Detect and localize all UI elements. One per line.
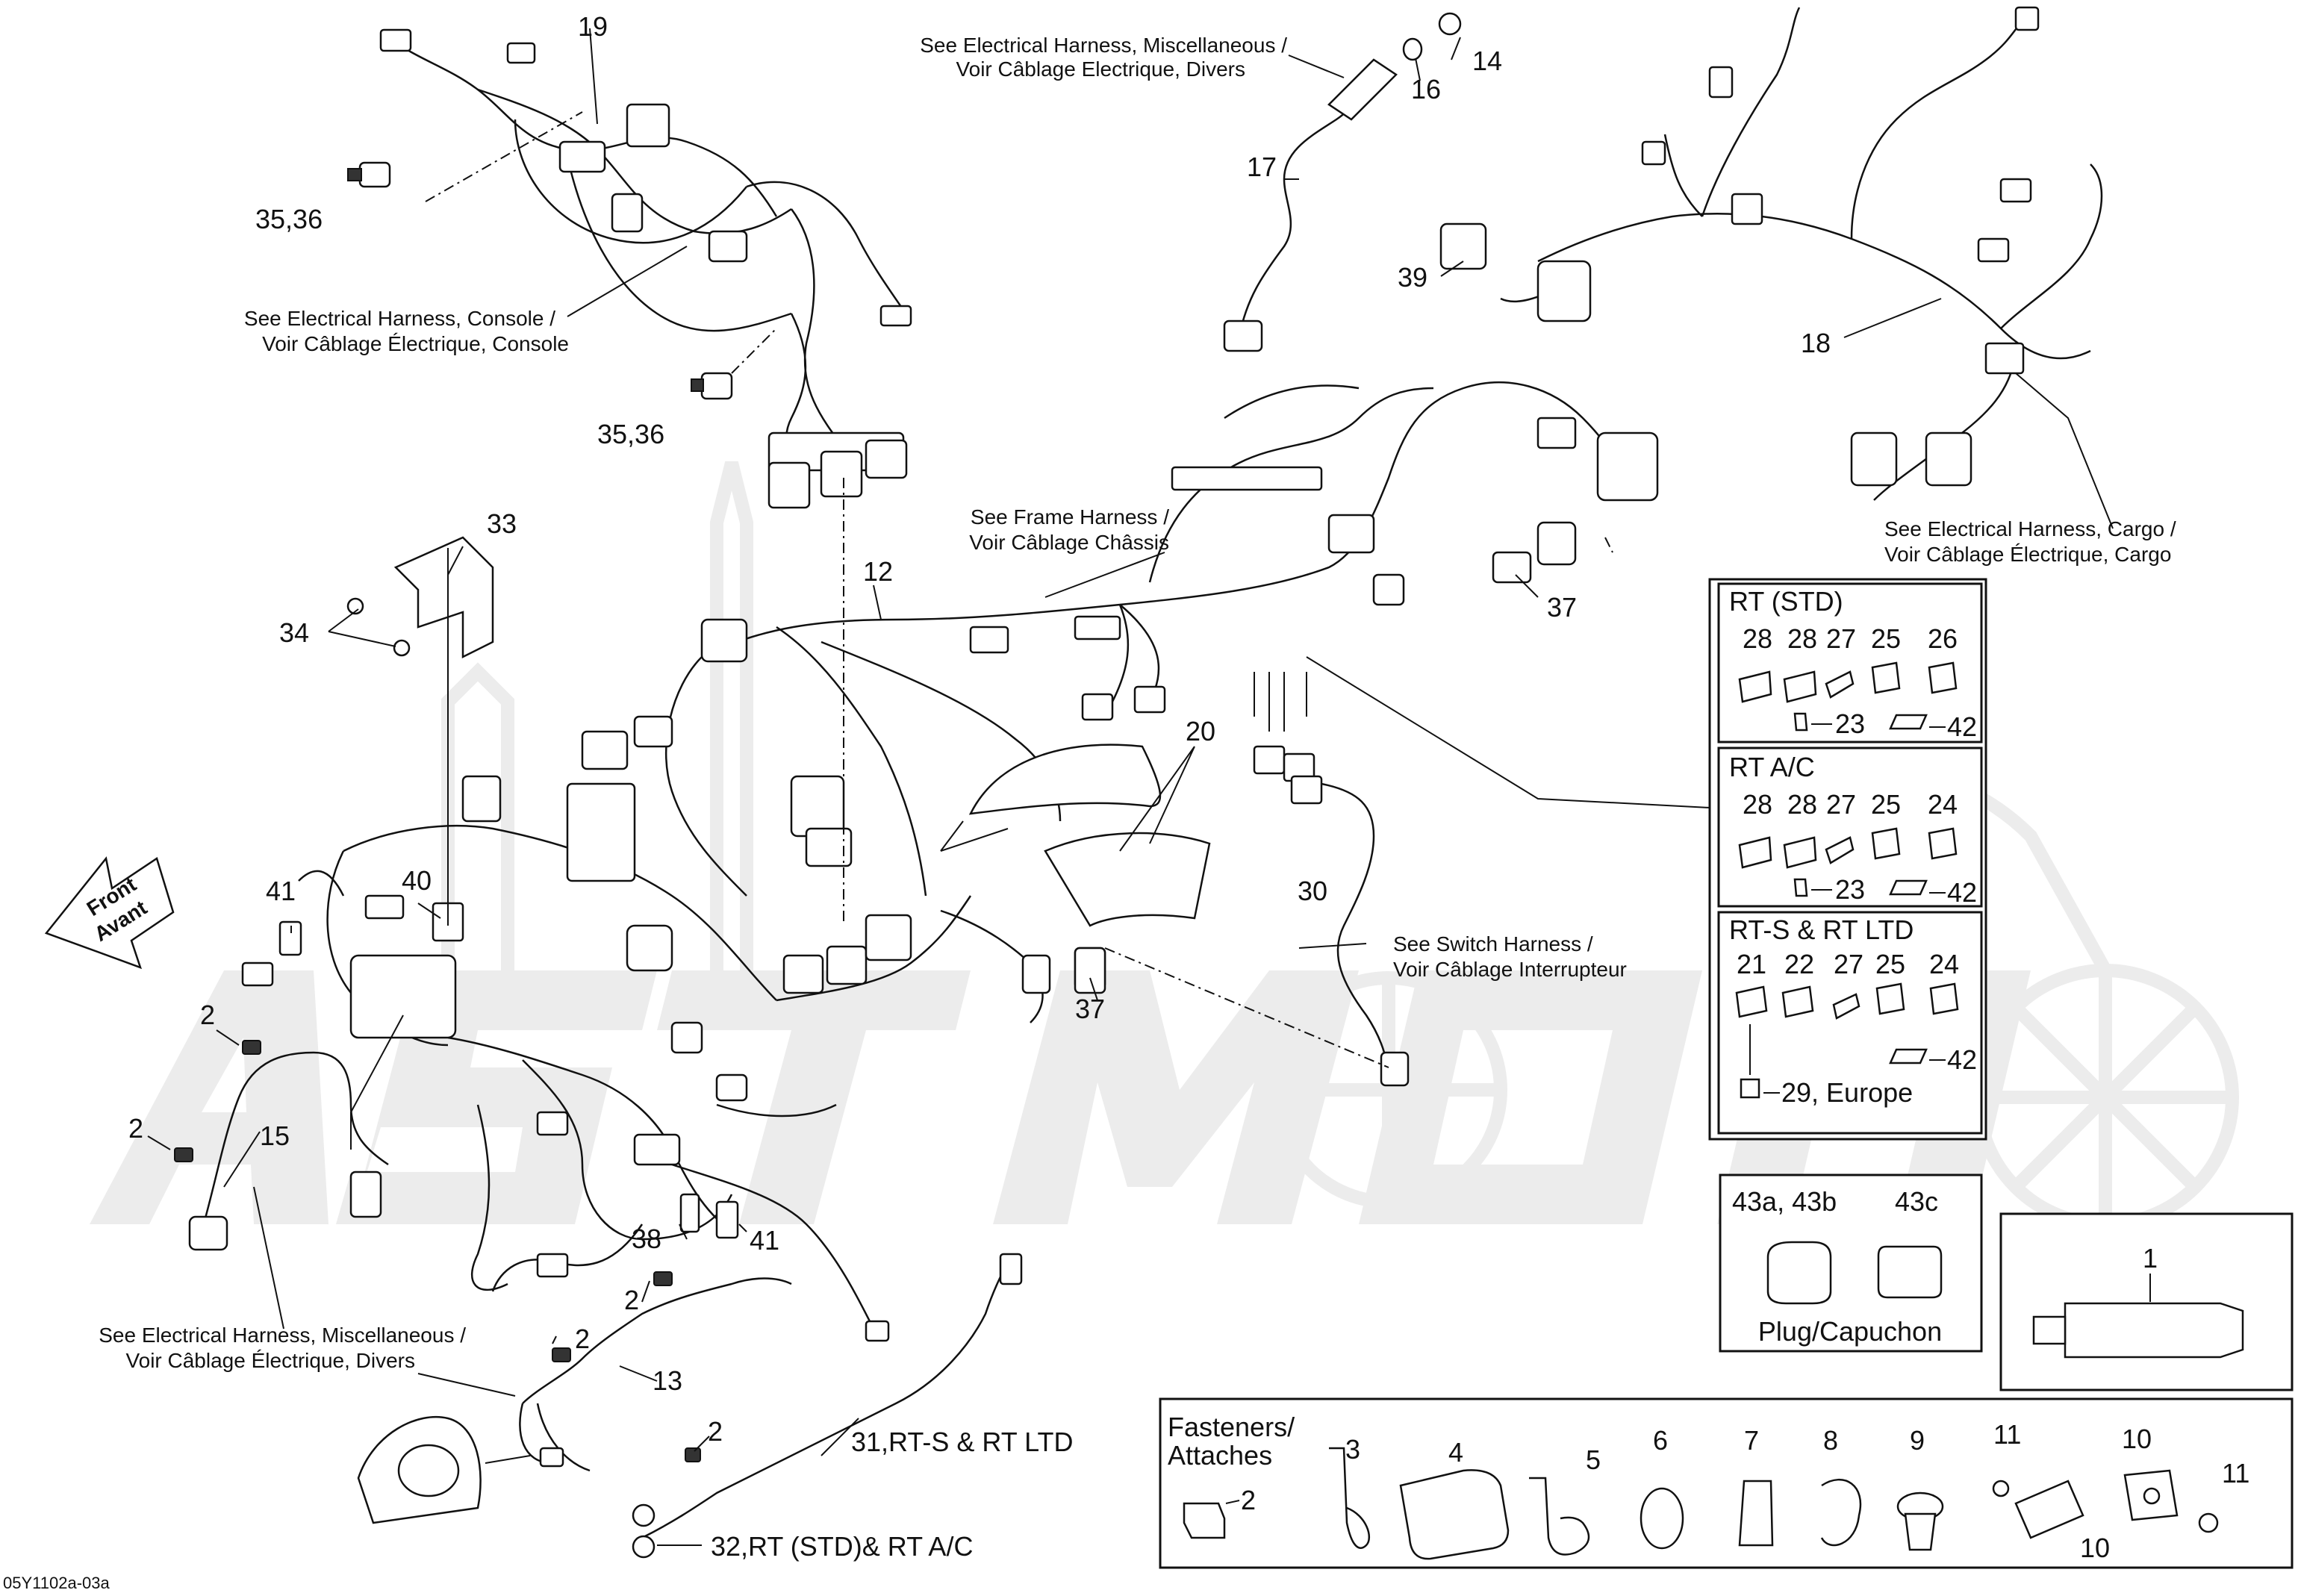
plug-caption: Plug/Capuchon bbox=[1758, 1316, 1942, 1347]
panel-rt-std-n1: 28 bbox=[1743, 623, 1772, 654]
panel-rts-ltd-n1: 21 bbox=[1737, 949, 1766, 979]
note-misc-top-1: See Electrical Harness, Miscellaneous / bbox=[920, 34, 1287, 57]
note-misc-bottom-1: See Electrical Harness, Miscellaneous / bbox=[99, 1324, 466, 1347]
fastener-4: 4 bbox=[1448, 1437, 1463, 1468]
panel-rt-ac-n1: 28 bbox=[1743, 789, 1772, 820]
panel-rts-ltd-n5: 24 bbox=[1929, 949, 1959, 979]
fasteners-panel: Fasteners/ Attaches 2 3 4 5 6 7 8 9 10 1… bbox=[1159, 1397, 2294, 1569]
reference-notes: See Electrical Harness, Miscellaneous / … bbox=[99, 34, 2176, 1372]
callout-13: 13 bbox=[653, 1365, 682, 1396]
panel-rts-ltd-b1: 29, Europe bbox=[1781, 1077, 1913, 1108]
callout-37-bottom: 37 bbox=[1075, 994, 1105, 1024]
callouts: 19 14 16 17 35,36 35,36 39 18 33 34 12 3… bbox=[128, 11, 1831, 1562]
front-arrow: Front Avant bbox=[44, 856, 175, 970]
fastener-2: 2 bbox=[1241, 1485, 1256, 1515]
panel-rts-ltd-title: RT-S & RT LTD bbox=[1729, 914, 1914, 945]
callout-19: 19 bbox=[578, 11, 608, 42]
callout-14: 14 bbox=[1472, 46, 1502, 76]
panel-rt-std-n3: 27 bbox=[1826, 623, 1856, 654]
callout-2-d: 2 bbox=[575, 1324, 590, 1354]
panel-rt-std-n2: 28 bbox=[1787, 623, 1817, 654]
callout-40: 40 bbox=[402, 865, 432, 896]
callout-41-bottom: 41 bbox=[750, 1225, 779, 1256]
fastener-9: 9 bbox=[1910, 1425, 1925, 1456]
callout-31: 31,RT-S & RT LTD bbox=[851, 1427, 1073, 1457]
panel-rts-ltd-n4: 25 bbox=[1875, 949, 1905, 979]
plug-panel: 43a, 43b 43c Plug/Capuchon bbox=[1719, 1173, 1983, 1353]
fastener-8: 8 bbox=[1823, 1425, 1838, 1456]
callout-34: 34 bbox=[279, 617, 309, 648]
fastener-7: 7 bbox=[1744, 1425, 1759, 1456]
panel-rt-ac-n5: 24 bbox=[1928, 789, 1958, 820]
callout-2-b: 2 bbox=[128, 1113, 143, 1144]
figure-code: 05Y1102a-03a bbox=[3, 1574, 110, 1592]
panel-rt-ac-n3: 27 bbox=[1826, 789, 1856, 820]
panel-rts-ltd-n3: 27 bbox=[1834, 949, 1863, 979]
fastener-6: 6 bbox=[1653, 1425, 1668, 1456]
callout-2-a: 2 bbox=[200, 1000, 215, 1030]
callout-35-36-mid: 35,36 bbox=[597, 419, 664, 449]
panel-rt-ac-b1: 23 bbox=[1835, 874, 1865, 905]
switch-panels: RT (STD) 28 28 27 25 26 23 42 RT A/C 28 … bbox=[1708, 578, 1987, 1141]
panel-rt-ac-n4: 25 bbox=[1871, 789, 1901, 820]
panel-rt-std-b1: 23 bbox=[1835, 708, 1865, 739]
callout-32: 32,RT (STD)& RT A/C bbox=[711, 1531, 973, 1562]
dash-lines bbox=[425, 111, 1613, 1068]
fastener-5: 5 bbox=[1586, 1444, 1601, 1475]
callout-30: 30 bbox=[1298, 876, 1327, 906]
tube-panel: 1 bbox=[1999, 1212, 2294, 1391]
panel-rt-ac: RT A/C 28 28 27 25 24 23 42 bbox=[1717, 746, 1983, 908]
note-misc-bottom-2: Voir Câblage Électrique, Divers bbox=[125, 1349, 415, 1372]
panel-rt-std-title: RT (STD) bbox=[1729, 586, 1843, 617]
note-switch-2: Voir Câblage Interrupteur bbox=[1393, 958, 1627, 981]
plug-right-label: 43c bbox=[1895, 1186, 1938, 1217]
panel-rts-ltd-b2: 42 bbox=[1947, 1044, 1977, 1075]
callout-20: 20 bbox=[1186, 716, 1215, 746]
panel-rt-std-n5: 26 bbox=[1928, 623, 1958, 654]
note-console-2: Voir Câblage Électrique, Console bbox=[262, 332, 569, 355]
panel-rt-ac-n2: 28 bbox=[1787, 789, 1817, 820]
callout-38: 38 bbox=[632, 1224, 661, 1254]
panel-rt-std-n4: 25 bbox=[1871, 623, 1901, 654]
callout-37-top: 37 bbox=[1547, 592, 1577, 623]
callout-17: 17 bbox=[1247, 152, 1277, 182]
callout-41-left: 41 bbox=[266, 876, 296, 906]
callout-2-c: 2 bbox=[624, 1285, 639, 1315]
fastener-10-right: 10 bbox=[2122, 1424, 2152, 1454]
panel-rt-std-b2: 42 bbox=[1947, 711, 1977, 742]
note-console-1: See Electrical Harness, Console / bbox=[244, 307, 555, 330]
fastener-3: 3 bbox=[1345, 1434, 1360, 1465]
fasteners-title-1: Fasteners/ bbox=[1168, 1412, 1295, 1442]
callout-15: 15 bbox=[260, 1120, 290, 1151]
panel-rt-ac-title: RT A/C bbox=[1729, 752, 1815, 782]
plug-left-label: 43a, 43b bbox=[1732, 1186, 1837, 1217]
fastener-11-left: 11 bbox=[1993, 1419, 2021, 1450]
tube-label: 1 bbox=[2143, 1243, 2158, 1274]
note-frame-1: See Frame Harness / bbox=[971, 505, 1169, 529]
panel-rts-ltd-n2: 22 bbox=[1784, 949, 1814, 979]
components bbox=[174, 6, 2040, 1559]
note-cargo-1: See Electrical Harness, Cargo / bbox=[1884, 517, 2176, 540]
callout-39: 39 bbox=[1398, 262, 1427, 293]
callout-35-36-top: 35,36 bbox=[255, 204, 323, 234]
note-cargo-2: Voir Câblage Électrique, Cargo bbox=[1884, 543, 2171, 566]
fastener-11-right: 11 bbox=[2222, 1458, 2249, 1489]
note-switch-1: See Switch Harness / bbox=[1393, 932, 1593, 956]
callout-12: 12 bbox=[863, 556, 893, 587]
callout-16: 16 bbox=[1411, 74, 1441, 105]
panel-rt-ac-b2: 42 bbox=[1947, 877, 1977, 908]
panel-rt-std: RT (STD) 28 28 27 25 26 23 42 bbox=[1717, 582, 1983, 744]
note-misc-top-2: Voir Câblage Electrique, Divers bbox=[956, 57, 1245, 81]
note-frame-2: Voir Câblage Châssis bbox=[969, 531, 1169, 554]
fasteners-title-2: Attaches bbox=[1168, 1440, 1272, 1471]
callout-33: 33 bbox=[487, 508, 517, 539]
panel-rts-ltd: RT-S & RT LTD 21 22 27 25 24 29, Europe … bbox=[1717, 911, 1983, 1135]
fastener-10-left: 10 bbox=[2080, 1533, 2110, 1563]
callout-2-e: 2 bbox=[708, 1416, 723, 1447]
callout-18: 18 bbox=[1801, 328, 1831, 358]
leader-lines bbox=[147, 28, 2114, 1546]
